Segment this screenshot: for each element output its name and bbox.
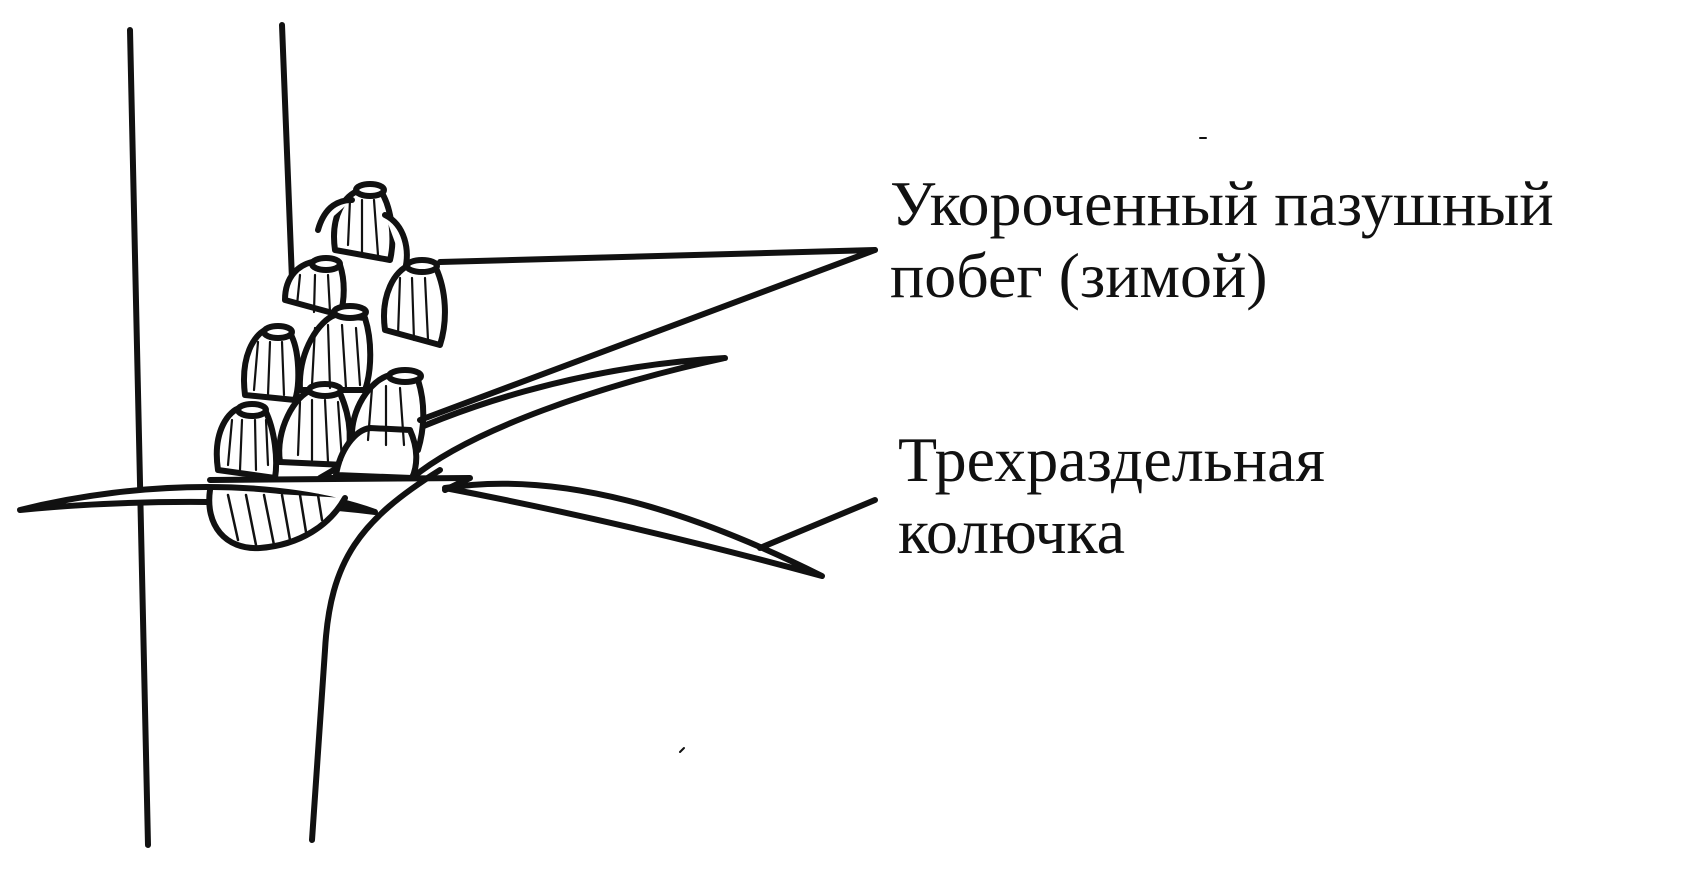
shoot-cluster bbox=[213, 181, 448, 481]
spine-left-prong bbox=[17, 484, 378, 515]
stem-right-edge bbox=[279, 22, 295, 283]
leader-line-shoot-bottom bbox=[417, 247, 878, 423]
label-shortened-axillary-shoot: Укороченный пазушный побег (зимой) bbox=[890, 168, 1554, 312]
label-three-part-spine: Трехраздельная колючка bbox=[898, 424, 1325, 568]
leader-line-spine bbox=[757, 497, 878, 551]
label-spine-line2: колючка bbox=[898, 496, 1126, 567]
bud-scale-lower bbox=[206, 487, 348, 552]
spine-base bbox=[207, 475, 473, 493]
stem-left-edge bbox=[127, 27, 151, 848]
label-shoot-line1: Укороченный пазушный bbox=[890, 168, 1554, 239]
branch-outline bbox=[309, 467, 443, 843]
label-shoot-line2: побег (зимой) bbox=[890, 240, 1268, 311]
label-spine-line1: Трехраздельная bbox=[898, 424, 1325, 495]
spine-right-prong bbox=[442, 480, 825, 579]
leader-line-shoot-top bbox=[437, 247, 878, 265]
